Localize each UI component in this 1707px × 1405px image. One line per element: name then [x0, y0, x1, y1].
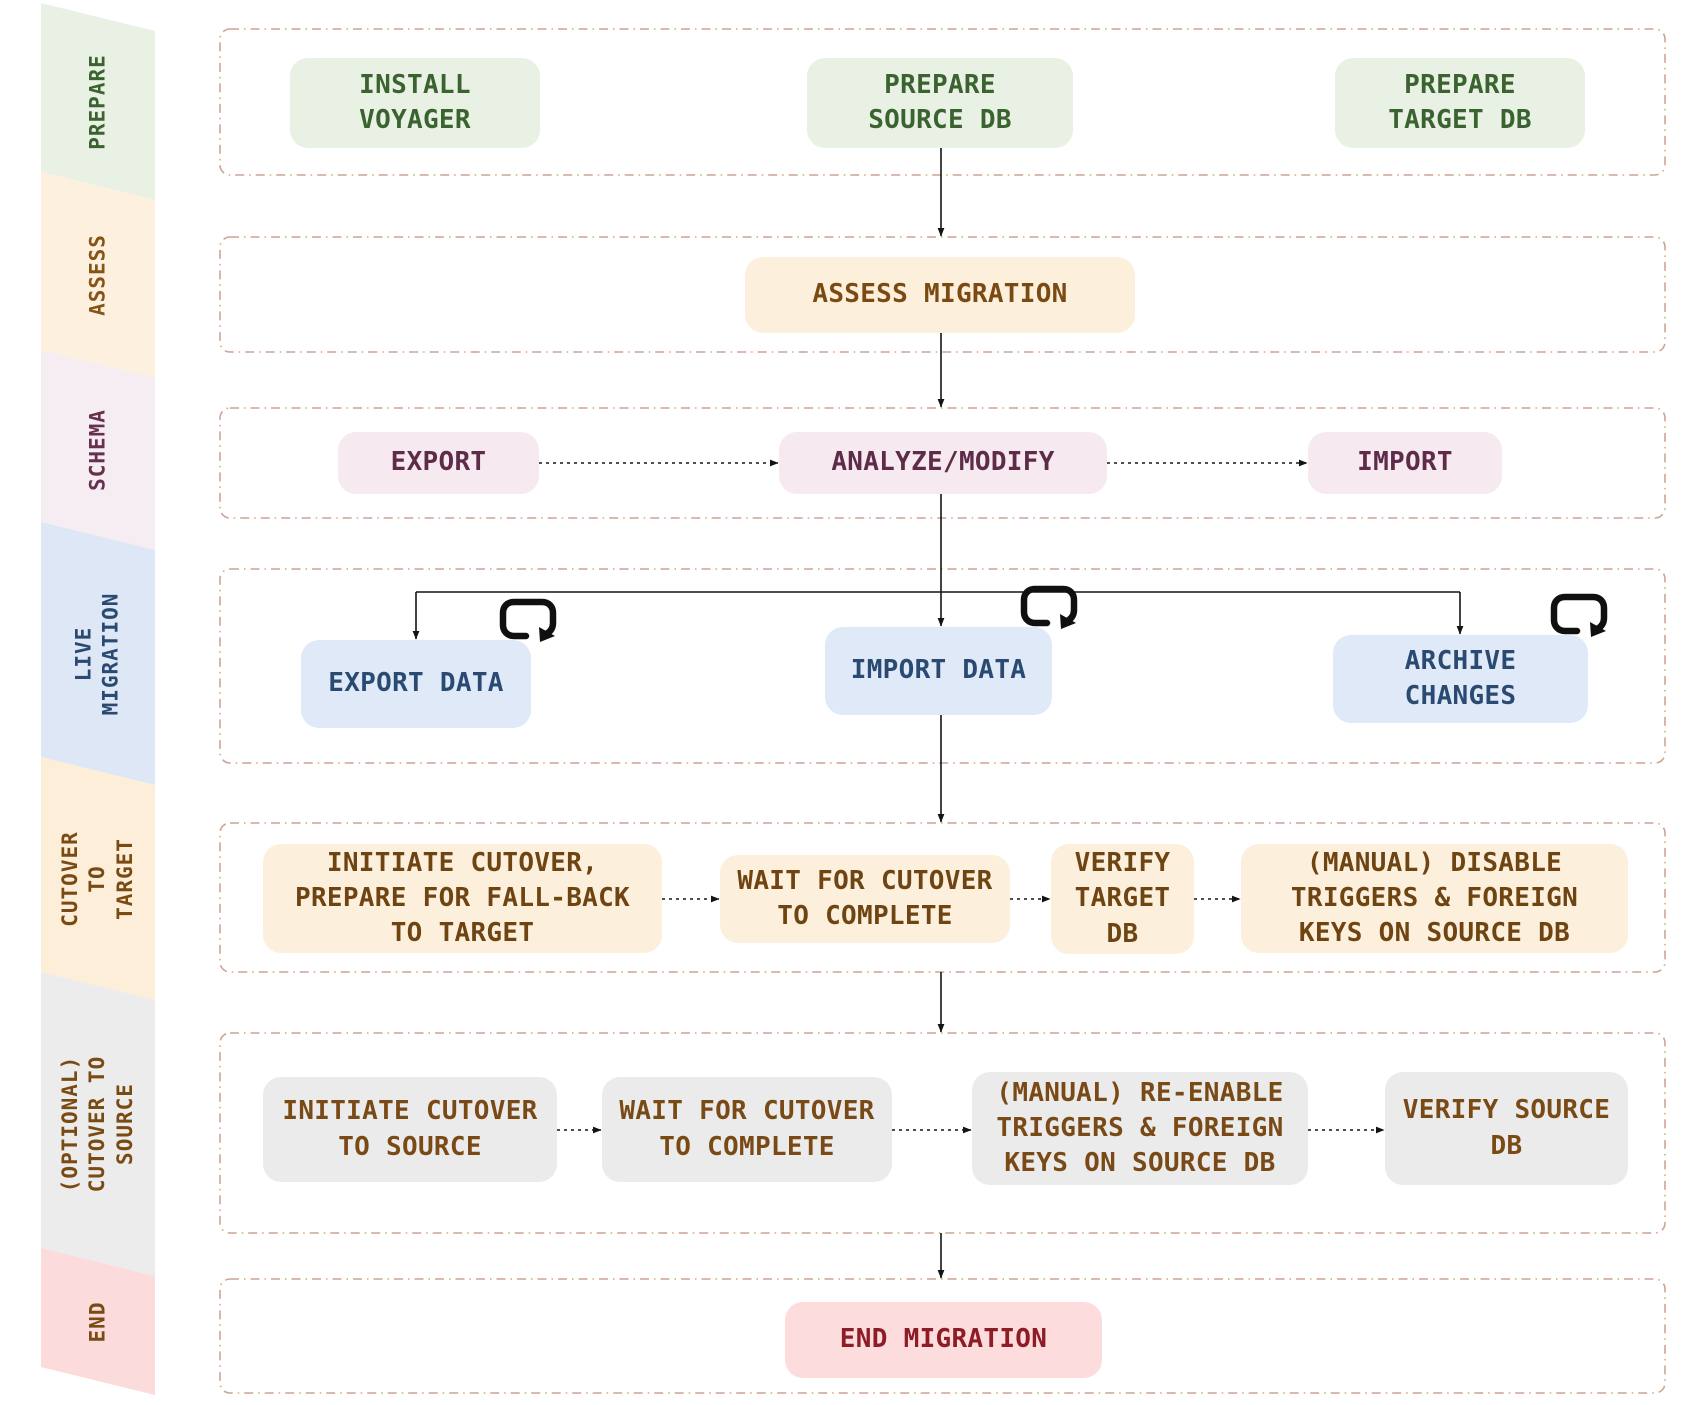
node-analyze-modify: ANALYZE/MODIFY: [779, 432, 1107, 494]
node-verify-source-db: VERIFY SOURCE DB: [1385, 1072, 1628, 1185]
node-prepare-source-db: PREPARE SOURCE DB: [807, 58, 1073, 148]
row-schema: [219, 407, 1666, 519]
node-prepare-target-db: PREPARE TARGET DB: [1335, 58, 1585, 148]
node-archive-changes: ARCHIVE CHANGES: [1333, 635, 1588, 723]
sidebar-segment-prepare: PREPARE: [41, 3, 155, 200]
node-verify-target-db: VERIFY TARGET DB: [1051, 844, 1194, 954]
row-live-migration: [219, 568, 1666, 764]
row-assess: [219, 236, 1666, 353]
node-initiate-cutover-target: INITIATE CUTOVER, PREPARE FOR FALL-BACK …: [263, 844, 662, 953]
row-prepare: [219, 28, 1666, 176]
node-wait-cutover-source: WAIT FOR CUTOVER TO COMPLETE: [602, 1077, 892, 1182]
loop-icon-import-data: [1020, 585, 1078, 629]
sidebar-segment-assess: ASSESS: [41, 172, 155, 378]
node-wait-cutover-target: WAIT FOR CUTOVER TO COMPLETE: [720, 855, 1010, 943]
row-cutover-to-target: [219, 822, 1666, 973]
node-import-schema: IMPORT: [1308, 432, 1502, 494]
sidebar-segment-optional-cutover-to-source: (OPTIONAL) CUTOVER TO SOURCE: [41, 972, 155, 1276]
node-export-schema: EXPORT: [338, 432, 539, 494]
loop-icon-export-data: [499, 598, 557, 642]
node-install-voyager: INSTALL VOYAGER: [290, 58, 540, 148]
sidebar-segment-cutover-to-target: CUTOVER TO TARGET: [41, 757, 155, 1000]
row-optional-cutover-to-source: [219, 1032, 1666, 1234]
node-export-data: EXPORT DATA: [301, 640, 531, 728]
node-manual-reenable-triggers: (MANUAL) RE-ENABLE TRIGGERS & FOREIGN KE…: [972, 1072, 1308, 1185]
node-initiate-cutover-source: INITIATE CUTOVER TO SOURCE: [263, 1077, 557, 1182]
node-manual-disable-triggers: (MANUAL) DISABLE TRIGGERS & FOREIGN KEYS…: [1241, 844, 1628, 953]
sidebar-segment-schema: SCHEMA: [41, 350, 155, 550]
row-end: [219, 1278, 1666, 1394]
node-end-migration: END MIGRATION: [785, 1302, 1102, 1378]
sidebar-segment-live-migration: LIVE MIGRATION: [41, 522, 155, 785]
sidebar-segment-end: END: [41, 1248, 155, 1395]
loop-icon-archive-changes: [1550, 593, 1608, 637]
node-assess-migration: ASSESS MIGRATION: [745, 257, 1135, 333]
node-import-data: IMPORT DATA: [825, 627, 1052, 715]
